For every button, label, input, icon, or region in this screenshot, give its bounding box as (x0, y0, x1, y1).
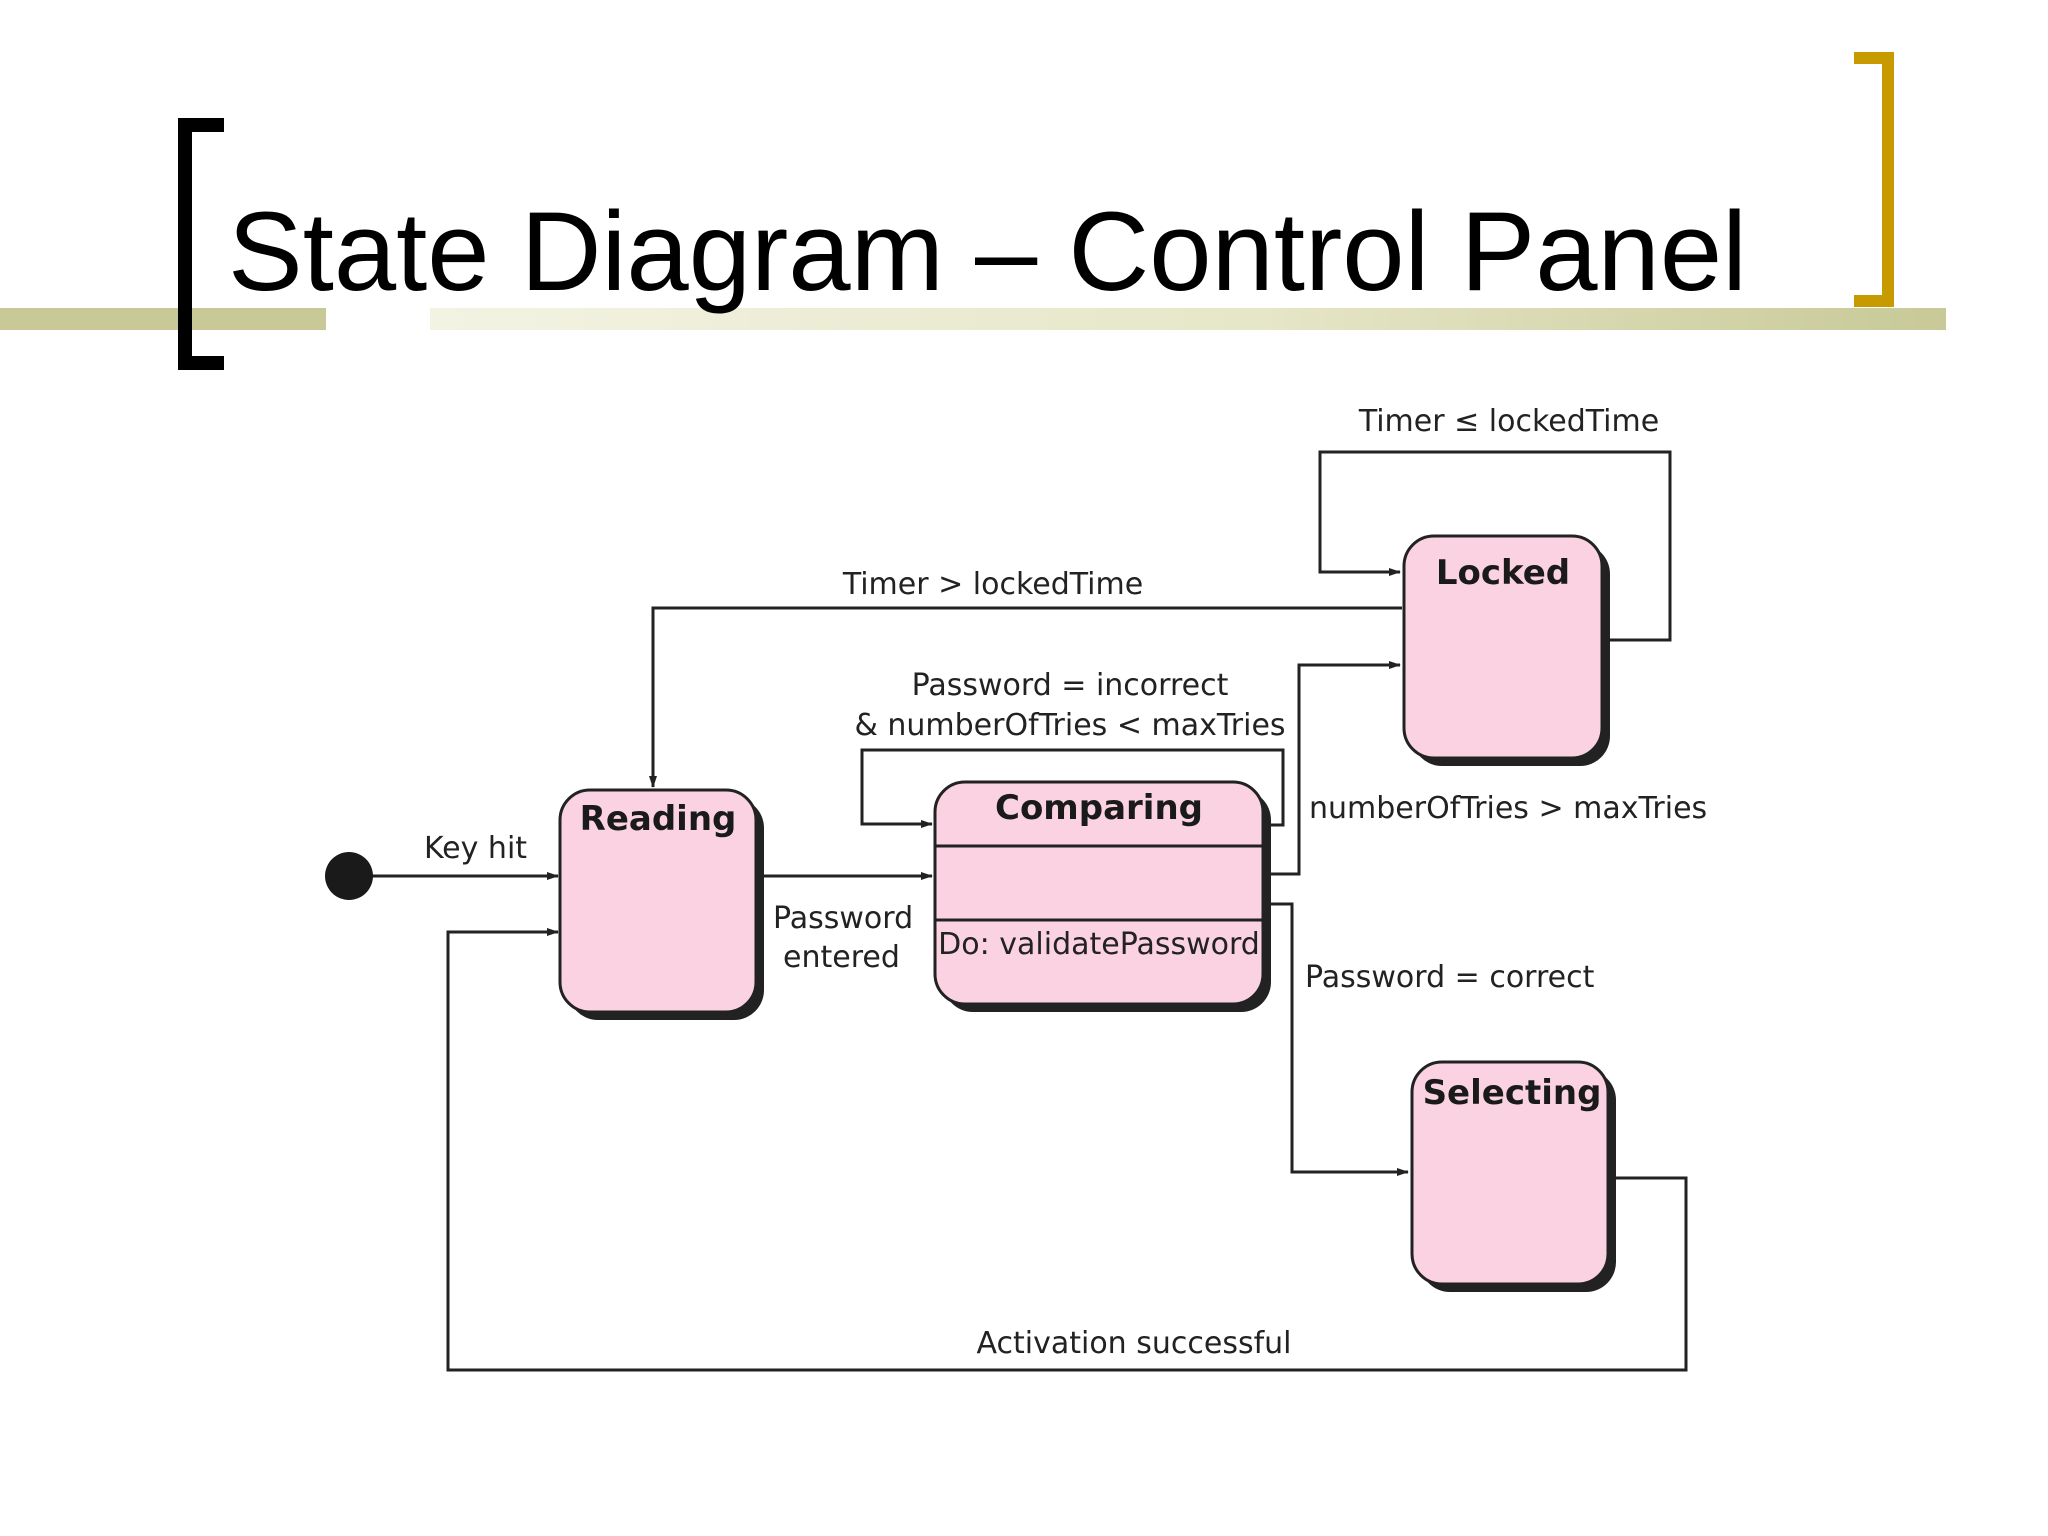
label-timer-gt-lockedtime: Timer > lockedTime (842, 567, 1143, 602)
label-activation-successful: Activation successful (977, 1326, 1292, 1361)
label-password-incorrect-1: Password = incorrect (912, 668, 1229, 703)
edge-password-correct (1268, 902, 1409, 1176)
state-selecting: Selecting (1410, 1060, 1616, 1292)
title-underline-left (0, 308, 326, 330)
state-reading: Reading (558, 788, 764, 1020)
state-locked: Locked (1402, 534, 1610, 766)
label-password-entered-2: entered (783, 940, 900, 975)
title-underline-right (430, 308, 1946, 330)
slide-title: State Diagram – Control Panel (228, 189, 1747, 314)
edge-activation-successful (446, 928, 1688, 1372)
edge-password-incorrect-loop (860, 748, 1285, 828)
state-comparing: Comparing Do: validatePassword (933, 780, 1271, 1012)
state-reading-label: Reading (580, 799, 737, 839)
label-tries-exceeded: numberOfTries > maxTries (1309, 791, 1707, 826)
edge-timer-le-lockedtime-loop (1318, 450, 1672, 642)
left-bracket-decoration (178, 118, 224, 370)
edge-tries-exceeded (1268, 661, 1401, 876)
label-password-correct: Password = correct (1305, 960, 1595, 995)
state-comparing-activity: Do: validatePassword (938, 927, 1260, 962)
label-key-hit: Key hit (424, 831, 527, 866)
edge-timer-gt-lockedtime (649, 606, 1402, 788)
label-password-incorrect-2: & numberOfTries < maxTries (854, 708, 1285, 743)
state-comparing-label: Comparing (995, 788, 1203, 828)
state-locked-label: Locked (1436, 553, 1570, 593)
state-selecting-label: Selecting (1423, 1073, 1602, 1113)
label-password-entered-1: Password (773, 901, 913, 936)
label-timer-le-lockedtime: Timer ≤ lockedTime (1358, 404, 1659, 439)
right-bracket-decoration (1854, 52, 1894, 307)
initial-state-dot (325, 852, 373, 900)
